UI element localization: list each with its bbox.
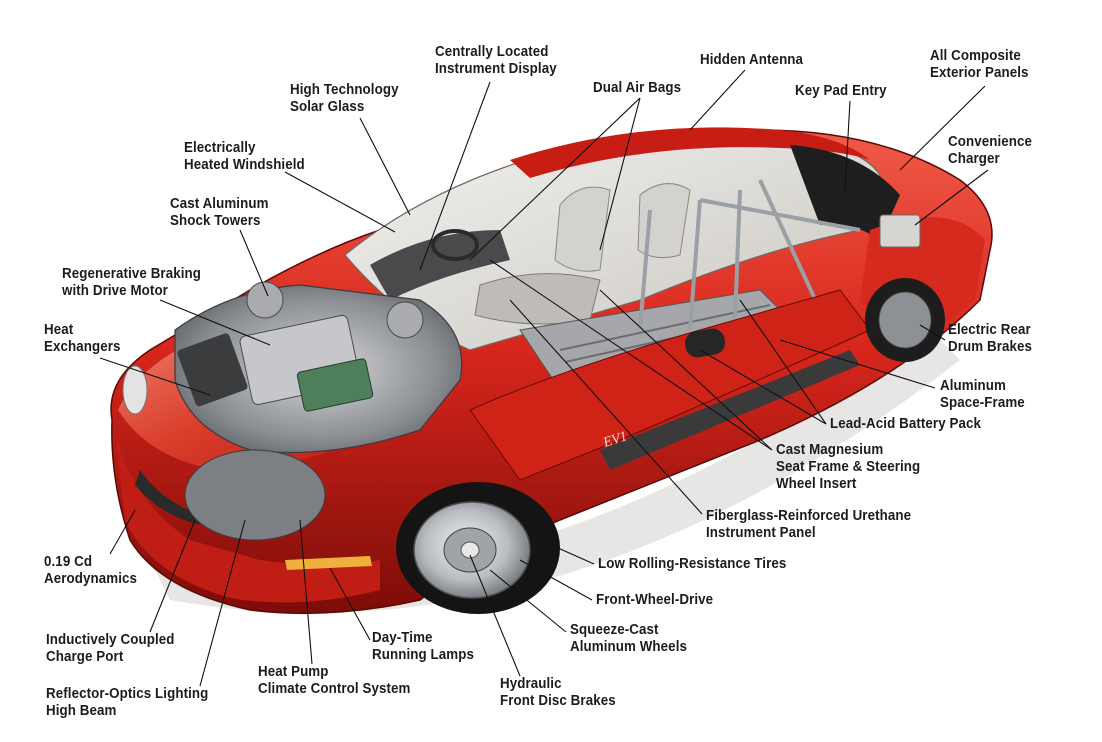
leader-shock-towers xyxy=(239,229,269,297)
label-charge-port: Inductively Coupled Charge Port xyxy=(46,632,175,665)
leader-convenience-charger xyxy=(914,169,989,226)
leader-space-frame xyxy=(779,339,936,389)
label-disc-brakes: Hydraulic Front Disc Brakes xyxy=(500,676,616,709)
leader-composite-panels xyxy=(899,85,986,171)
space-frame-tubes xyxy=(638,179,861,331)
rear-window xyxy=(790,145,900,240)
label-high-beam: Reflector-Optics Lighting High Beam xyxy=(46,686,209,719)
label-composite-panels: All Composite Exterior Panels xyxy=(930,48,1029,81)
leader-seat-frame xyxy=(599,289,773,451)
leader-instrument-display xyxy=(419,81,491,271)
leader-drum-brakes xyxy=(919,324,946,341)
leader-hidden-antenna xyxy=(689,69,746,131)
label-space-frame: Aluminum Space-Frame xyxy=(940,378,1025,411)
car-badge: EV1 xyxy=(601,429,630,451)
leader-tires xyxy=(539,539,595,565)
leader-heat-pump xyxy=(299,519,313,665)
leader-charge-port xyxy=(149,519,196,633)
leader-battery-pack xyxy=(699,349,827,425)
front-wheel-well xyxy=(184,449,326,541)
label-key-pad-entry: Key Pad Entry xyxy=(795,83,887,99)
leader-dual-air-bags xyxy=(599,97,641,251)
label-instrument-panel: Fiberglass-Reinforced Urethane Instrumen… xyxy=(706,508,912,541)
label-regenerative-braking: Regenerative Braking with Drive Motor xyxy=(62,266,202,299)
label-heated-windshield: Electrically Heated Windshield xyxy=(184,140,305,173)
seat-cushion xyxy=(474,273,601,325)
heat-exchanger-block xyxy=(177,333,248,407)
label-drum-brakes: Electric Rear Drum Brakes xyxy=(948,322,1033,355)
wheel-hub xyxy=(460,541,480,559)
label-front-wheel-drive: Front-Wheel-Drive xyxy=(596,592,714,608)
label-running-lamps: Day-Time Running Lamps xyxy=(372,630,474,663)
leader-running-lamps xyxy=(329,567,371,641)
leader-instrument-panel xyxy=(509,299,703,515)
leader-heated-windshield xyxy=(284,171,396,233)
leader-seat-frame xyxy=(489,259,773,451)
leader-lines xyxy=(99,69,989,687)
label-instrument-display: Centrally Located Instrument Display xyxy=(435,44,557,77)
leader-high-beam xyxy=(199,519,246,687)
headlamp xyxy=(122,365,148,415)
leader-key-pad-entry xyxy=(844,100,851,191)
rear-drum-brake xyxy=(878,291,932,349)
charger-unit xyxy=(879,214,921,248)
label-battery-pack: Lead-Acid Battery Pack xyxy=(830,416,982,432)
label-seat-frame: Cast Magnesium Seat Frame & Steering Whe… xyxy=(776,442,921,492)
shock-tower-left xyxy=(246,281,284,319)
label-hidden-antenna: Hidden Antenna xyxy=(700,52,804,68)
label-solar-glass: High Technology Solar Glass xyxy=(290,82,399,115)
label-aerodynamics: 0.19 Cd Aerodynamics xyxy=(44,554,138,587)
roof-arch xyxy=(510,127,870,178)
label-convenience-charger: Convenience Charger xyxy=(948,134,1033,167)
front-bumper xyxy=(115,430,380,603)
leader-solar-glass xyxy=(359,117,411,216)
leader-heat-exchangers xyxy=(99,357,211,396)
label-squeeze-cast-wheels: Squeeze-Cast Aluminum Wheels xyxy=(570,622,688,655)
steering-wheel xyxy=(431,229,480,261)
leader-aerodynamics xyxy=(109,509,136,555)
leader-squeeze-cast-wheels xyxy=(489,569,567,633)
leader-dual-air-bags xyxy=(469,97,641,261)
label-heat-exchangers: Heat Exchangers xyxy=(44,322,121,355)
power-electronics xyxy=(296,358,374,412)
front-grille xyxy=(135,470,200,525)
shock-tower-right xyxy=(386,301,424,339)
leader-disc-brakes xyxy=(469,554,521,677)
side-mirror xyxy=(684,328,726,358)
label-shock-towers: Cast Aluminum Shock Towers xyxy=(170,196,269,229)
leader-front-wheel-drive xyxy=(519,559,593,601)
label-heat-pump: Heat Pump Climate Control System xyxy=(258,664,411,697)
running-lamp-strip xyxy=(285,556,372,570)
seat-back-left xyxy=(554,186,611,272)
leader-battery-pack xyxy=(739,299,827,425)
leader-regenerative-braking xyxy=(159,299,271,346)
label-tires: Low Rolling-Resistance Tires xyxy=(598,556,787,572)
label-dual-air-bags: Dual Air Bags xyxy=(593,80,682,96)
